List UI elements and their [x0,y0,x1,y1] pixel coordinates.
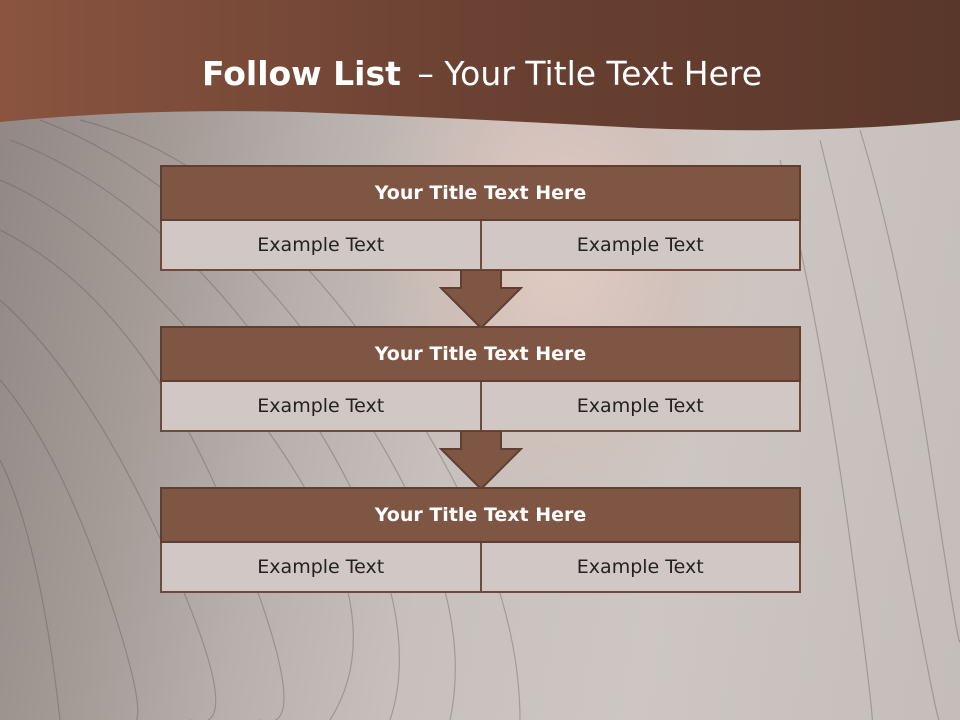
step-title: Your Title Text Here [160,326,801,382]
header-band [0,0,960,131]
step-row: Example Text Example Text [160,221,801,271]
step-cell-right: Example Text [479,543,800,591]
step-block-1: Your Title Text Here Example Text Exampl… [160,165,801,271]
step-cell-right: Example Text [479,382,800,430]
step-cell-left: Example Text [257,556,385,578]
step-block-3: Your Title Text Here Example Text Exampl… [160,487,801,593]
step-row: Example Text Example Text [160,543,801,593]
step-cell-left: Example Text [257,395,385,417]
title-bold-part: Follow List [202,54,401,93]
step-title: Your Title Text Here [160,165,801,221]
page-title: Follow List – Your Title Text Here [202,54,762,93]
step-row: Example Text Example Text [160,382,801,432]
title-rest-part: – Your Title Text Here [417,54,763,93]
down-arrow-icon [439,431,523,491]
down-arrow-icon [439,270,523,330]
step-block-2: Your Title Text Here Example Text Exampl… [160,326,801,432]
step-cell-left: Example Text [257,234,385,256]
step-title: Your Title Text Here [160,487,801,543]
step-cell-right: Example Text [479,221,800,269]
